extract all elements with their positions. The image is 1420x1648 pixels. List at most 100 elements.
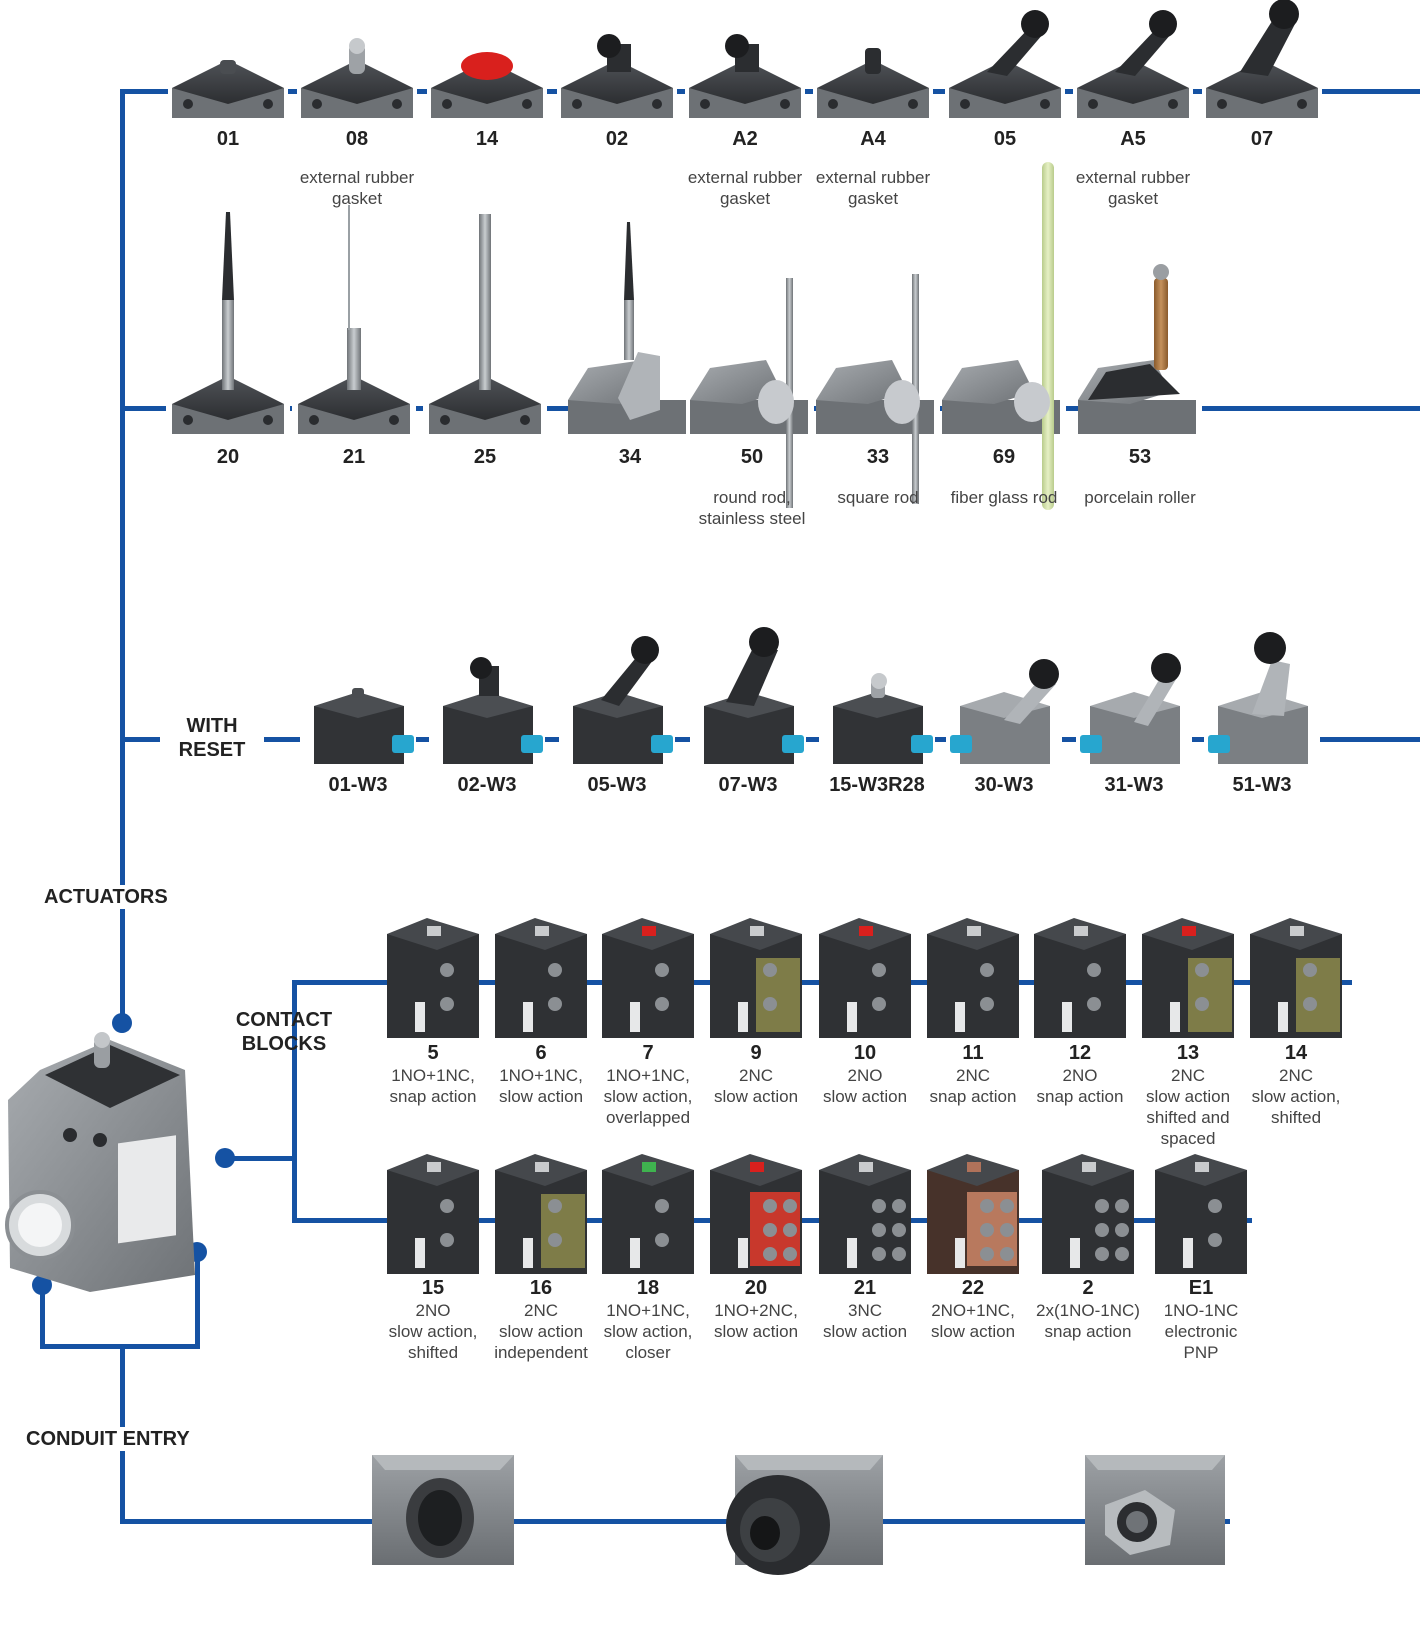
reset-actuator-image [690,627,806,766]
actuator-head-image [168,50,288,120]
description-line: shifted [1270,1108,1322,1127]
actuator_row2-description: round rod,stainless steel [682,487,822,529]
actuator-head-image [685,34,805,120]
actuator_row2-code: 69 [992,446,1016,468]
contact_row1-code: 9 [750,1042,762,1064]
contact_row2-description: 2NO slow action, shifted [379,1300,487,1363]
actuator_row1-description: external rubber gasket [680,167,810,209]
contact-block-image [1250,918,1342,1038]
contact_row2-code: 16 [529,1277,553,1299]
description-line: slow action, [603,1087,693,1106]
contact_row1-code: 7 [642,1042,654,1064]
actuator_row1-code: 02 [605,128,629,150]
actuator-rod-image [568,222,692,436]
actuator-rod-image [942,162,1066,510]
description-line: 2NO [1062,1066,1098,1085]
description-line: electronic [1164,1322,1238,1341]
description-line: PNP [1183,1343,1219,1362]
contact-block-image [387,1154,479,1274]
contact_row1-description: 1NO+1NC,slow action,overlapped [594,1065,702,1128]
contact-block-image [1034,918,1126,1038]
contact-block-image [495,1154,587,1274]
description-line: snap action [1044,1322,1132,1341]
contact_row2-code: 2 [1082,1277,1094,1299]
actuator-head-image [1202,0,1322,120]
contact_row2-description: 1NO+1NC,slow action,closer [594,1300,702,1363]
description-line: independent [494,1343,588,1362]
description-line: shifted [407,1343,459,1362]
actuator_row2-code: 33 [866,446,890,468]
description-line: slow action, [388,1322,478,1341]
description-line: shifted and [1146,1108,1230,1127]
reset_row-code: 51-W3 [1232,774,1292,796]
description-line: 1NO+1NC, [391,1066,475,1085]
contact_row2-description: 2NO+1NC,slow action [919,1300,1027,1342]
description-line: snap action [389,1087,477,1106]
contact-blocks-row-2-images [387,1154,1247,1274]
actuator_row1-code: 01 [216,128,240,150]
actuator_row1-code: 07 [1250,128,1274,150]
actuator-head-image [813,48,933,120]
description-line: 2NO [415,1301,451,1320]
description-line: fiber glass rod [950,488,1058,507]
reset_row-code: 07-W3 [718,774,778,796]
description-line: slow action [498,1322,584,1341]
actuator_row2-description: porcelain roller [1070,487,1210,508]
actuator_row2-code: 21 [342,446,366,468]
reset-row-images [300,627,1320,766]
contact-block-image [819,1154,911,1274]
contact_row1-code: 14 [1284,1042,1308,1064]
actuator_row2-code: 20 [216,446,240,468]
actuator-row-1-images [168,0,1322,120]
contact_row1-code: 6 [535,1042,547,1064]
description-line: 2NC [738,1066,773,1085]
reset-actuator-image [1076,653,1192,766]
contact_row2-code: 22 [961,1277,985,1299]
contact_row1-code: 5 [427,1042,439,1064]
contact_row1-code: 10 [853,1042,877,1064]
section-label-contact-blocks-line-2: BLOCKS [241,1033,327,1055]
contact_row2-description: 2x(1NO-1NC)snap action [1034,1300,1142,1342]
actuator_row2-description: fiber glass rod [934,487,1074,508]
description-line: gasket [1107,189,1159,208]
description-line: gasket [719,189,771,208]
contact_row2-code: 21 [853,1277,877,1299]
description-line: external rubber [687,168,803,187]
section-label-with-reset: WITH RESET [160,714,264,762]
description-line: slow action, [603,1322,693,1341]
contact_row2-code: 18 [636,1277,660,1299]
contact_row2-code: 15 [421,1277,445,1299]
description-line: 1NO-1NC [1163,1301,1239,1320]
actuator_row2-code: 34 [618,446,642,468]
reset-actuator-image [1204,632,1320,766]
contact-block-image [387,918,479,1038]
actuator-head-image [1073,10,1193,120]
contact-block-image [710,918,802,1038]
contact_row2-code: 20 [744,1277,768,1299]
contact-block-image [1155,1154,1247,1274]
actuator_row1-code: 05 [993,128,1017,150]
description-line: closer [625,1343,671,1362]
contact_row2-code: E1 [1188,1277,1214,1299]
description-line: external rubber [815,168,931,187]
reset-actuator-image [429,657,545,766]
description-line: overlapped [605,1108,691,1127]
contact_row1-code: 13 [1176,1042,1200,1064]
contact-block-image [819,918,911,1038]
actuator-rod-image [423,214,547,436]
description-line: porcelain roller [1084,488,1196,507]
section-label-with-reset-line-1: WITH [186,715,238,737]
actuator-row-2-images [166,162,1202,510]
contact-block-image [602,1154,694,1274]
contact_row2-description: 1NO+2NC,slow action [702,1300,810,1342]
actuator_row2-code: 50 [740,446,764,468]
description-line: 2NO [847,1066,883,1085]
contact-block-image [927,1154,1019,1274]
actuator_row1-code: A5 [1120,128,1146,150]
